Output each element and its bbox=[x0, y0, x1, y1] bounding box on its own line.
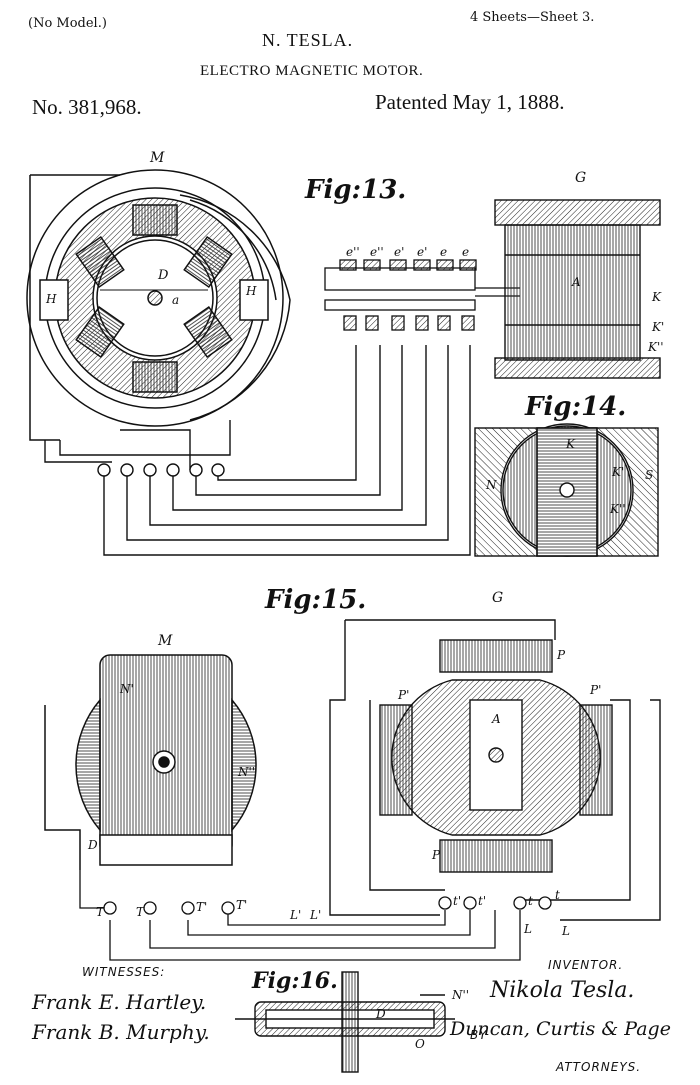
fig16-diagram bbox=[235, 971, 455, 1073]
fig14-diagram bbox=[474, 423, 659, 557]
label-h-right: H bbox=[246, 284, 257, 298]
label-a-gen: A bbox=[572, 275, 581, 289]
fig13-commutator bbox=[324, 259, 520, 331]
label-t2: T bbox=[136, 905, 145, 919]
fig14-label: Fig:14. bbox=[525, 392, 627, 422]
label-t3: T' bbox=[196, 900, 208, 914]
witness-signature-1: Frank E. Hartley. bbox=[32, 990, 207, 1014]
fig13-wiring bbox=[44, 345, 471, 556]
label-t8: t bbox=[555, 888, 560, 902]
fig16-label: Fig:16. bbox=[252, 968, 338, 994]
label-o-fig16: O bbox=[415, 1037, 425, 1051]
label-l4: L bbox=[562, 924, 570, 938]
inventor-label: INVENTOR. bbox=[548, 958, 624, 972]
label-k-fig14: K bbox=[566, 437, 575, 451]
label-e6: e bbox=[462, 245, 470, 259]
patent-title: ELECTRO MAGNETIC MOTOR. bbox=[200, 63, 424, 79]
fig15-motor bbox=[44, 654, 257, 870]
label-n-prime: N' bbox=[120, 682, 134, 696]
label-e4: e' bbox=[417, 245, 428, 259]
fig15-generator bbox=[329, 619, 661, 921]
label-p-prime-right: P' bbox=[590, 683, 602, 697]
attorneys-signature: Duncan, Curtis & Page bbox=[450, 1018, 671, 1040]
fig13-generator bbox=[494, 199, 661, 379]
label-t4: T' bbox=[236, 898, 248, 912]
label-t1: T bbox=[96, 905, 105, 919]
label-a: a bbox=[172, 293, 180, 307]
label-l1: L' bbox=[290, 908, 302, 922]
label-a-bottom: A bbox=[492, 712, 501, 726]
label-g-top: G bbox=[575, 170, 587, 186]
label-k3: K'' bbox=[648, 340, 664, 354]
inventor-name-header: N. TESLA. bbox=[262, 30, 354, 50]
no-model-note: (No Model.) bbox=[28, 16, 107, 31]
label-e3: e' bbox=[394, 245, 405, 259]
label-p-top: P bbox=[557, 648, 566, 662]
label-n-fig14: N bbox=[486, 478, 497, 492]
label-t5: t' bbox=[453, 894, 462, 908]
witness-signature-2: Frank B. Murphy. bbox=[32, 1020, 210, 1044]
label-d-fig16: D bbox=[376, 1007, 386, 1021]
patent-date: Patented May 1, 1888. bbox=[375, 90, 565, 114]
label-k2: K' bbox=[652, 320, 665, 334]
inventor-signature: Nikola Tesla. bbox=[490, 978, 635, 1003]
label-h-left: H bbox=[46, 292, 57, 306]
label-s-fig14: S bbox=[645, 468, 654, 482]
label-d: D bbox=[158, 268, 169, 283]
fig15-wiring bbox=[79, 870, 552, 961]
patent-number: No. 381,968. bbox=[32, 95, 142, 119]
label-k1: K bbox=[652, 290, 661, 304]
fig13-motor bbox=[26, 169, 291, 441]
label-t6: t' bbox=[478, 894, 487, 908]
label-m-top: M bbox=[150, 150, 165, 166]
label-t7: t bbox=[528, 894, 533, 908]
witnesses-label: WITNESSES: bbox=[82, 965, 166, 979]
label-e1: e'' bbox=[346, 245, 360, 259]
label-p-bottom: P bbox=[432, 848, 441, 862]
sheet-count: 4 Sheets—Sheet 3. bbox=[470, 10, 595, 25]
fig15-label: Fig:15. bbox=[265, 585, 367, 615]
fig13-label: Fig:13. bbox=[305, 175, 407, 205]
attorneys-label: ATTORNEYS. bbox=[556, 1060, 642, 1074]
by-label: BY bbox=[470, 1028, 488, 1042]
label-p-prime-left: P' bbox=[398, 688, 410, 702]
label-d-bottom: D bbox=[88, 838, 98, 852]
label-l2: L' bbox=[310, 908, 322, 922]
label-k-dprime-fig14: K'' bbox=[610, 502, 626, 516]
label-n-fig16: N'' bbox=[452, 988, 470, 1002]
label-e2: e'' bbox=[370, 245, 384, 259]
label-k-prime-fig14: K' bbox=[612, 465, 625, 479]
label-g-bottom: G bbox=[492, 590, 504, 606]
label-e5: e bbox=[440, 245, 448, 259]
label-l3: L bbox=[524, 922, 532, 936]
label-n-dprime: N'' bbox=[238, 765, 256, 779]
label-m-bottom: M bbox=[158, 633, 173, 649]
